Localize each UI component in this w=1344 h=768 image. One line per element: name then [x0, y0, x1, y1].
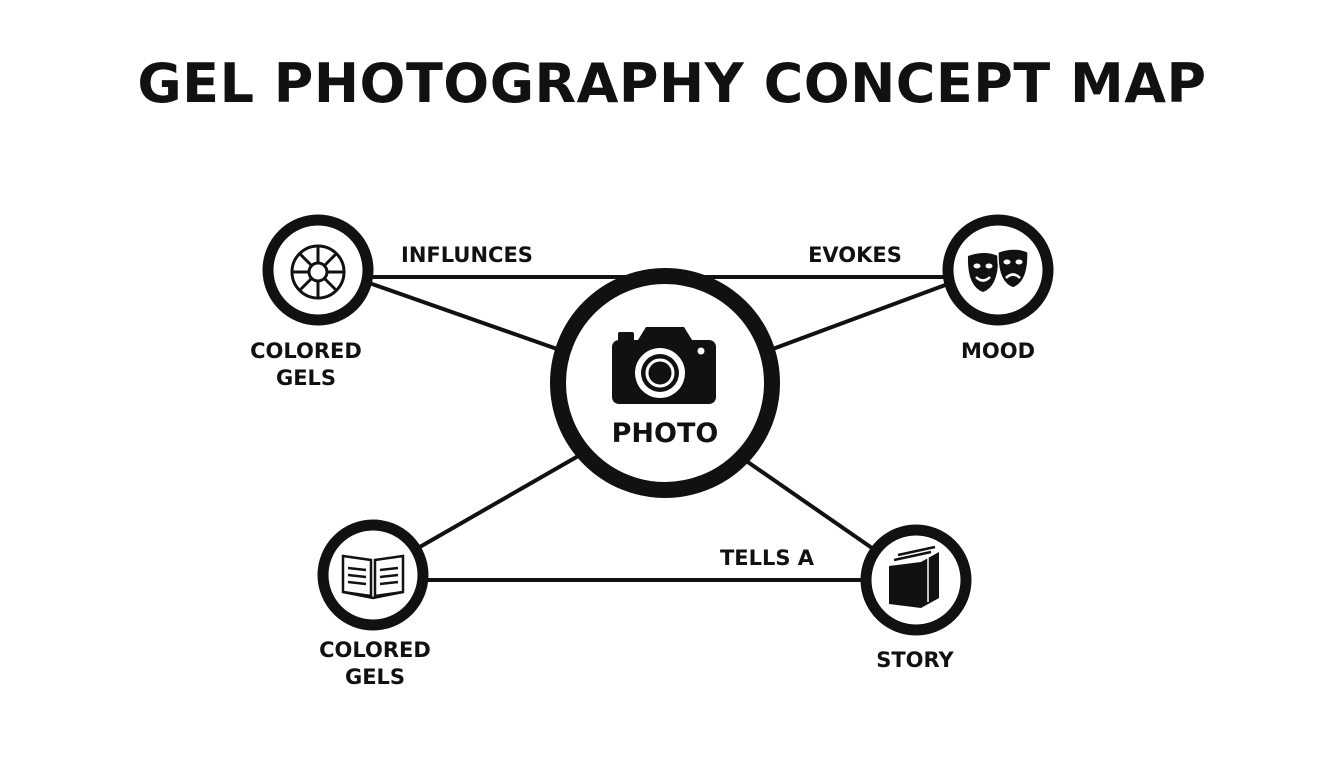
camera-icon [612, 327, 716, 404]
edge-label-tells-a: TELLS A [719, 546, 815, 570]
edge-label-evokes: EVOKES [808, 243, 902, 267]
node-colored-gels-bottom-circle [317, 519, 429, 631]
edge-photo-gels-bottom-line [416, 453, 582, 550]
edge-photo-story-line [740, 456, 874, 550]
edge-gels-photo-line [370, 282, 562, 352]
edge-label-influnces: INFLUNCES [401, 243, 533, 267]
theater-masks-icon [967, 248, 1029, 292]
open-book-icon [341, 554, 405, 600]
node-colored-gels-top-circle [262, 214, 374, 326]
page-title: GEL PHOTOGRAPHY CONCEPT MAP [137, 52, 1207, 115]
node-label-colored-gels-top: COLORED GELS [250, 339, 362, 390]
closed-book-icon [889, 545, 939, 608]
edge-mood-photo-line [768, 282, 950, 352]
color-wheel-icon [290, 244, 346, 300]
node-label-photo: PHOTO [611, 418, 719, 449]
node-label-colored-gels-bottom: COLORED GELS [319, 638, 431, 689]
node-label-story: STORY [876, 648, 954, 672]
node-mood-circle [942, 214, 1054, 326]
node-label-mood: MOOD [960, 339, 1036, 363]
